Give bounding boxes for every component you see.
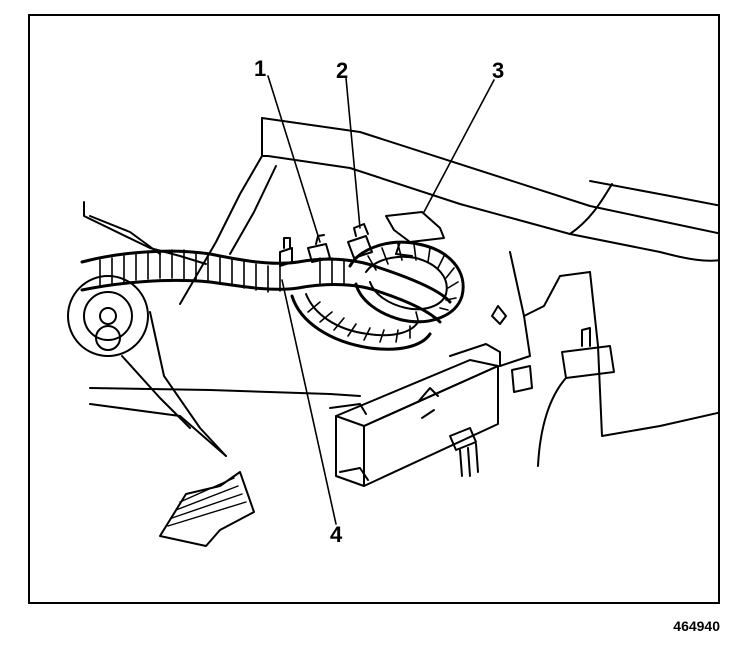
right-bracket xyxy=(499,251,531,367)
module-top xyxy=(335,359,499,427)
leader-3 xyxy=(423,79,495,213)
floor-line-2 xyxy=(89,403,227,457)
left-trim-outer xyxy=(83,201,207,265)
speaker-cone xyxy=(95,325,121,351)
module-bracket-bottom xyxy=(339,467,369,481)
upper-panel-lower-edge xyxy=(267,155,661,253)
figure-number: 464940 xyxy=(673,618,720,634)
leader-4 xyxy=(281,279,337,525)
cowl-crease xyxy=(569,183,613,235)
harness-loop-inner xyxy=(305,293,419,337)
leader-2 xyxy=(345,77,361,229)
module-connector xyxy=(449,427,477,451)
harness-wrap-ribs xyxy=(99,243,459,343)
right-clip xyxy=(561,345,615,379)
left-trim-lower xyxy=(149,311,227,457)
panel-right-curve xyxy=(659,251,718,262)
bracket-3-tab xyxy=(395,241,413,257)
left-trim-edge xyxy=(121,355,191,429)
module-bracket-left xyxy=(329,403,367,415)
left-pillar-face xyxy=(179,155,263,305)
panel-upper-crease xyxy=(589,180,718,207)
left-pillar-inner xyxy=(229,165,277,255)
front-arrow xyxy=(159,471,255,547)
connector-2 xyxy=(347,235,373,259)
ground-stud-post xyxy=(283,237,291,249)
callout-1: 1 xyxy=(254,56,267,81)
speaker-outer xyxy=(67,275,149,357)
callout-2: 2 xyxy=(336,58,349,83)
connector-1 xyxy=(307,243,331,263)
ground-stud xyxy=(279,247,293,267)
callout-4: 4 xyxy=(330,522,343,547)
right-lower-panel xyxy=(589,271,718,437)
right-clip-stud xyxy=(581,327,591,347)
module-front xyxy=(335,415,365,487)
speaker-center xyxy=(99,307,117,325)
harness-main-lower xyxy=(80,278,442,324)
harness-main-upper xyxy=(80,249,452,304)
connector-2b xyxy=(353,223,369,237)
callout-3: 3 xyxy=(492,58,505,83)
harness-coil-inner xyxy=(365,255,448,311)
front-arrow-shade xyxy=(167,477,247,527)
bracket-3 xyxy=(385,211,445,243)
leader-1 xyxy=(267,75,321,243)
speaker-inner xyxy=(83,291,133,341)
module-arrow xyxy=(417,387,439,419)
left-trim-inner xyxy=(89,215,161,255)
module-wires xyxy=(459,443,479,477)
right-small-rect xyxy=(511,365,533,393)
diagram-frame: 1 2 3 4 xyxy=(28,14,720,604)
right-panel-edge xyxy=(523,271,591,317)
left-pillar xyxy=(261,117,269,157)
upper-body-panel xyxy=(261,117,718,235)
right-fastener xyxy=(491,305,507,325)
right-wire xyxy=(537,377,567,467)
wiring-harness-illustration xyxy=(67,75,718,547)
module-upper-block xyxy=(449,343,501,367)
floor-line xyxy=(89,387,361,397)
harness-loop-outer xyxy=(290,294,432,351)
module-side xyxy=(363,365,499,487)
harness-coil-outer xyxy=(348,240,465,324)
